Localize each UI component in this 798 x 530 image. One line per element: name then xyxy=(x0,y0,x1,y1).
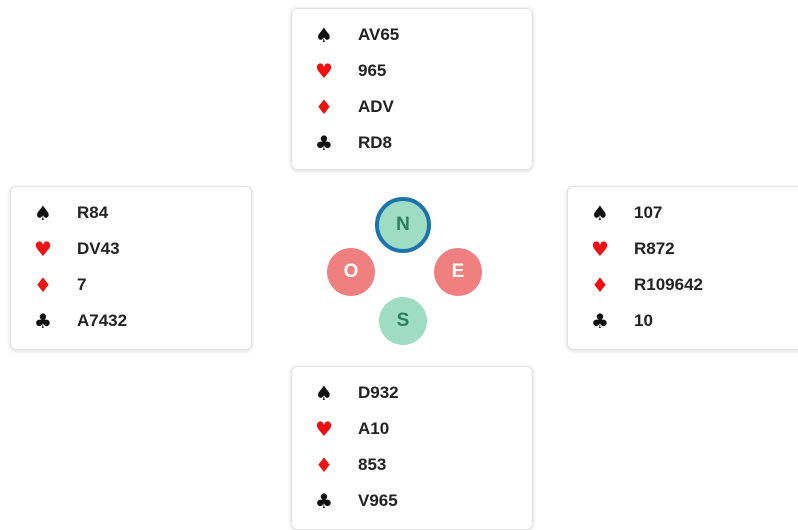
north-spades-row: ♠ AV65 xyxy=(314,17,532,53)
seat-north-button[interactable]: N xyxy=(375,197,431,253)
east-clubs-cards: 10 xyxy=(634,311,653,330)
south-hearts-row: ♥ A10 xyxy=(314,411,532,447)
spade-icon: ♠ xyxy=(315,381,333,405)
west-clubs-row: ♣ A7432 xyxy=(33,303,251,339)
south-spades-row: ♠ D932 xyxy=(314,375,532,411)
heart-icon: ♥ xyxy=(315,59,333,83)
north-clubs-row: ♣ RD8 xyxy=(314,125,532,161)
west-spades-row: ♠ R84 xyxy=(33,195,251,231)
seat-south-button[interactable]: S xyxy=(379,297,427,345)
north-diamonds-cards: ADV xyxy=(358,97,394,116)
north-spades-cards: AV65 xyxy=(358,25,400,44)
south-diamonds-row: ♦ 853 xyxy=(314,447,532,483)
east-clubs-row: ♣ 10 xyxy=(590,303,798,339)
west-hand: ♠ R84 ♥ DV43 ♦ 7 ♣ A7432 xyxy=(10,186,252,350)
club-icon: ♣ xyxy=(315,131,333,155)
heart-icon: ♥ xyxy=(315,417,333,441)
east-hearts-row: ♥ R872 xyxy=(590,231,798,267)
west-hearts-row: ♥ DV43 xyxy=(33,231,251,267)
seat-east-button[interactable]: E xyxy=(434,248,482,296)
seat-compass: N O E S xyxy=(320,190,490,350)
south-hearts-cards: A10 xyxy=(358,419,390,438)
diamond-icon: ♦ xyxy=(591,273,609,297)
south-hand: ♠ D932 ♥ A10 ♦ 853 ♣ V965 xyxy=(291,366,533,530)
club-icon: ♣ xyxy=(315,489,333,513)
east-spades-cards: 107 xyxy=(634,203,663,222)
diamond-icon: ♦ xyxy=(34,273,52,297)
heart-icon: ♥ xyxy=(591,237,609,261)
club-icon: ♣ xyxy=(591,309,609,333)
south-clubs-cards: V965 xyxy=(358,491,398,510)
west-diamonds-cards: 7 xyxy=(77,275,87,294)
south-clubs-row: ♣ V965 xyxy=(314,483,532,519)
north-hearts-row: ♥ 965 xyxy=(314,53,532,89)
diamond-icon: ♦ xyxy=(315,95,333,119)
spade-icon: ♠ xyxy=(34,201,52,225)
north-clubs-cards: RD8 xyxy=(358,133,393,152)
west-hearts-cards: DV43 xyxy=(77,239,120,258)
north-hand: ♠ AV65 ♥ 965 ♦ ADV ♣ RD8 xyxy=(291,8,533,170)
spade-icon: ♠ xyxy=(591,201,609,225)
east-diamonds-row: ♦ R109642 xyxy=(590,267,798,303)
east-hearts-cards: R872 xyxy=(634,239,675,258)
south-spades-cards: D932 xyxy=(358,383,399,402)
seat-west-button[interactable]: O xyxy=(327,248,375,296)
south-diamonds-cards: 853 xyxy=(358,455,387,474)
spade-icon: ♠ xyxy=(315,23,333,47)
club-icon: ♣ xyxy=(34,309,52,333)
north-hearts-cards: 965 xyxy=(358,61,387,80)
east-diamonds-cards: R109642 xyxy=(634,275,704,294)
west-spades-cards: R84 xyxy=(77,203,109,222)
diamond-icon: ♦ xyxy=(315,453,333,477)
east-spades-row: ♠ 107 xyxy=(590,195,798,231)
north-diamonds-row: ♦ ADV xyxy=(314,89,532,125)
heart-icon: ♥ xyxy=(34,237,52,261)
west-diamonds-row: ♦ 7 xyxy=(33,267,251,303)
east-hand: ♠ 107 ♥ R872 ♦ R109642 ♣ 10 xyxy=(567,186,798,350)
west-clubs-cards: A7432 xyxy=(77,311,128,330)
